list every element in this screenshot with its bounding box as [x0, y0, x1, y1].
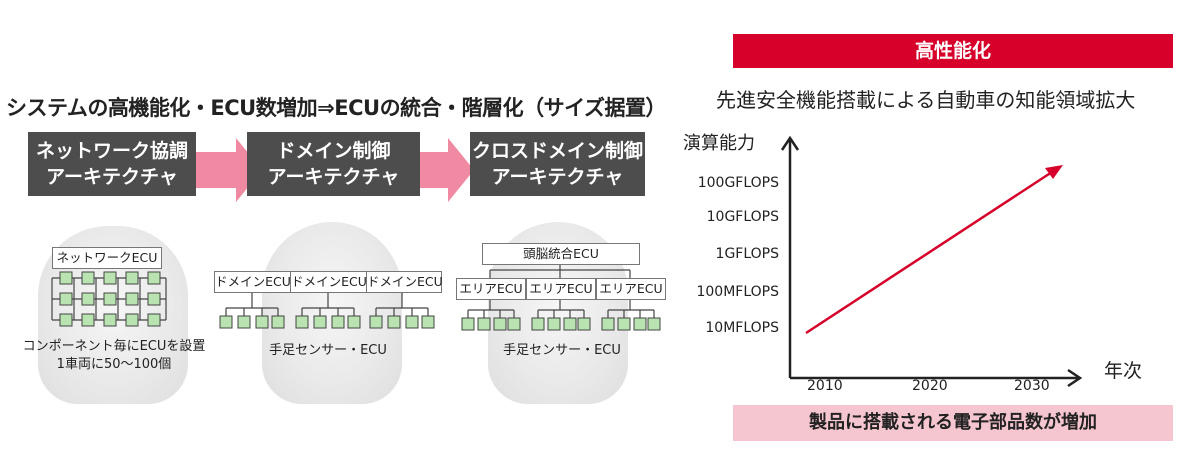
chart-axes — [780, 135, 1083, 388]
performance-chart — [780, 135, 1083, 388]
stage-domain-control: ドメイン制御 アーキテクチャ — [247, 132, 420, 196]
y-tick-label: 10GFLOPS — [706, 209, 779, 225]
stage-arrow-1 — [196, 138, 262, 202]
stage-network-line2: アーキテクチャ — [46, 166, 178, 188]
network-ecu-label: ネットワークECU — [52, 247, 162, 269]
y-axis-label: 演算能力 — [683, 133, 755, 154]
trend-line-arrowhead — [1045, 165, 1063, 179]
y-tick-label: 100MFLOPS — [696, 284, 779, 300]
x-tick-label: 2020 — [912, 378, 948, 394]
y-axis-arrowhead — [780, 135, 800, 151]
y-tick-label: 10MFLOPS — [705, 320, 779, 336]
x-tick-label: 2010 — [807, 378, 843, 394]
stage-arrows — [196, 138, 474, 202]
car-image-domain — [262, 222, 402, 404]
y-tick-label: 1GFLOPS — [715, 246, 779, 262]
domain-ecu-label-1: ドメインECU — [214, 271, 292, 293]
headline: システムの高機能化・ECU数増加⇒ECUの統合・階層化（サイズ据置） — [6, 96, 666, 120]
area-ecu-label-3: エリアECU — [596, 278, 666, 300]
central-ecu-label: 頭脳統合ECU — [482, 243, 640, 265]
component-count-banner: 製品に搭載される電子部品数が増加 — [733, 405, 1173, 441]
high-performance-banner: 高性能化 — [733, 34, 1173, 68]
network-note-line2: 1車両に50～100個 — [56, 357, 172, 372]
stage-domain-line2: アーキテクチャ — [267, 166, 400, 188]
cross-note: 手足センサー・ECU — [503, 343, 621, 358]
domain-nodes — [219, 315, 435, 329]
cross-nodes — [461, 317, 661, 331]
stage-network-line1: ネットワーク協調 — [35, 140, 188, 162]
stage-cross-line2: アーキテクチャ — [491, 166, 624, 188]
stage-cross-domain-control: クロスドメイン制御 アーキテクチャ — [470, 132, 645, 196]
domain-note: 手足センサー・ECU — [269, 343, 387, 358]
cross-wiring — [467, 262, 655, 318]
trend-line — [805, 170, 1053, 335]
domain-ecu-label-3: ドメインECU — [366, 271, 443, 293]
stage-network-coordination: ネットワーク協調 アーキテクチャ — [28, 132, 196, 196]
network-note-line1: コンポーネント毎にECUを設置 — [22, 339, 206, 354]
stage-cross-line1: クロスドメイン制御 — [471, 140, 643, 162]
ecu-wiring — [51, 262, 661, 331]
right-subtitle: 先進安全機能搭載による自動車の知能領域拡大 — [716, 88, 1136, 112]
x-axis-arrowhead — [1067, 368, 1083, 388]
network-nodes — [59, 271, 161, 327]
y-tick-label: 100GFLOPS — [697, 175, 779, 191]
area-ecu-label-1: エリアECU — [456, 278, 526, 300]
domain-wiring — [225, 292, 429, 316]
stage-arrow-2 — [420, 138, 474, 202]
stage-domain-line1: ドメイン制御 — [276, 140, 391, 162]
x-tick-label: 2030 — [1014, 378, 1050, 394]
area-ecu-label-2: エリアECU — [526, 278, 596, 300]
domain-ecu-label-2: ドメインECU — [290, 271, 368, 293]
x-axis-label: 年次 — [1104, 360, 1143, 382]
